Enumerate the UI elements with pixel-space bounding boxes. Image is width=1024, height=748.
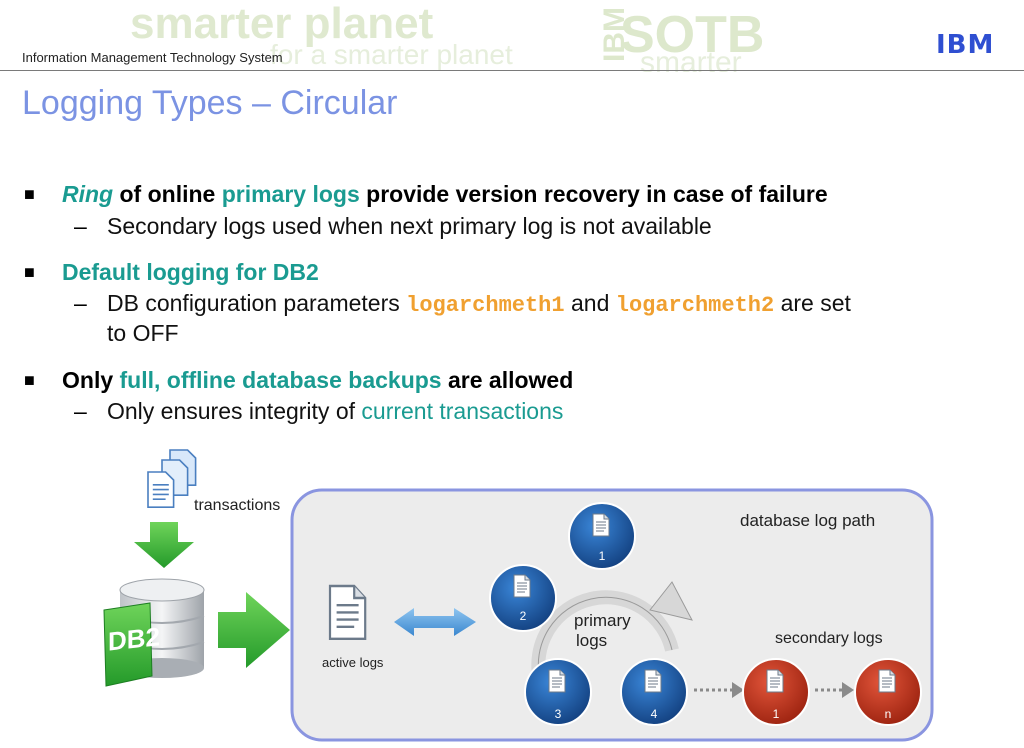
primary-node-1-label: 1 (599, 549, 606, 563)
bullet-1-part-4: provide version recovery in case of fail… (359, 181, 828, 207)
param-logarchmeth1: logarchmeth1 (406, 293, 565, 318)
secondary-logs-label: secondary logs (775, 630, 883, 647)
primary-log-node-1: 1 (568, 502, 636, 570)
bullet-3-part-1: Only (62, 367, 120, 393)
sub-dash-2: – (74, 290, 87, 316)
secondary-node-n-label: n (885, 707, 892, 721)
slide-title: Logging Types – Circular (22, 84, 398, 122)
bullet-2-sub-part-5: are set (774, 290, 851, 316)
primary-log-node-4: 4 (620, 658, 688, 726)
bullet-2-text: Default logging for DB2 (62, 259, 319, 285)
bullet-2-sub-part-1: DB configuration parameters (107, 290, 407, 316)
bullet-marker-3: ■ (24, 370, 35, 390)
primary-node-2-label: 2 (520, 609, 527, 623)
header-banner: smarter planet for a smarter planet IBM … (0, 0, 1024, 72)
primary-label-line-1: primary (574, 611, 631, 630)
secondary-log-node-1: 1 (742, 658, 810, 726)
sub-dash-3: – (74, 398, 87, 424)
bullet-2-sub: DB configuration parameters logarchmeth1… (107, 290, 851, 318)
bullet-marker-2: ■ (24, 262, 35, 282)
banner-watermark: smarter planet for a smarter planet IBM … (130, 0, 764, 72)
db-label: DB2 (108, 621, 160, 656)
param-logarchmeth2: logarchmeth2 (615, 293, 775, 318)
bullet-3-part-3: are allowed (441, 367, 574, 393)
primary-node-3-label: 3 (555, 707, 562, 721)
secondary-node-1-label: 1 (773, 707, 780, 721)
banner-word-5: smarter (640, 46, 742, 72)
bullet-marker-1: ■ (24, 184, 35, 204)
secondary-log-node-n: n (854, 658, 922, 726)
dotted-arrow-icon-2 (815, 682, 854, 698)
bullet-3-sub-part-1: Only ensures integrity of (107, 398, 362, 424)
database-icon: DB2 (103, 578, 205, 687)
bullet-3-text: Only full, offline database backups are … (62, 367, 573, 394)
bullet-2-sub-line-2: to OFF (107, 320, 179, 346)
log-path-label: database log path (740, 511, 875, 530)
right-arrow-icon (218, 592, 290, 668)
bullet-1-part-2: of online (113, 181, 222, 207)
bullet-1-part-3: primary logs (221, 181, 360, 207)
banner-word-1: smarter planet (130, 0, 434, 48)
primary-log-node-3: 3 (524, 658, 592, 726)
active-logs-label: active logs (322, 655, 384, 670)
active-log-document-icon (328, 584, 367, 640)
bullet-1-part-1: Ring (62, 181, 114, 207)
double-arrow-icon (394, 608, 476, 636)
bullet-1-text: Ring of online primary logs provide vers… (62, 181, 828, 208)
primary-node-4-label: 4 (651, 707, 658, 721)
bullet-2-sub-part-3: and (564, 290, 616, 316)
down-arrow-icon (134, 522, 194, 568)
document-stack-icon (147, 449, 197, 509)
primary-log-node-2: 2 (489, 564, 557, 632)
transactions-label: transactions (194, 497, 280, 514)
header-divider (0, 70, 1024, 71)
banner-word-3: IBM (598, 7, 631, 62)
bullet-3-part-2: full, offline database backups (119, 367, 442, 393)
ibm-logo: IBM (936, 30, 995, 60)
primary-label-line-2: logs (576, 631, 607, 650)
bullet-3-sub-part-2: current transactions (361, 398, 564, 424)
header-title: Information Management Technology System (22, 50, 283, 65)
bullet-1-sub: Secondary logs used when next primary lo… (107, 213, 712, 239)
bullet-3-sub: Only ensures integrity of current transa… (107, 398, 563, 425)
circular-arrow-icon (531, 581, 693, 682)
banner-word-4: SOTB (620, 6, 764, 64)
sub-dash-1: – (74, 213, 87, 239)
banner-word-2: for a smarter planet (270, 39, 513, 70)
dotted-arrow-icon (694, 682, 744, 698)
